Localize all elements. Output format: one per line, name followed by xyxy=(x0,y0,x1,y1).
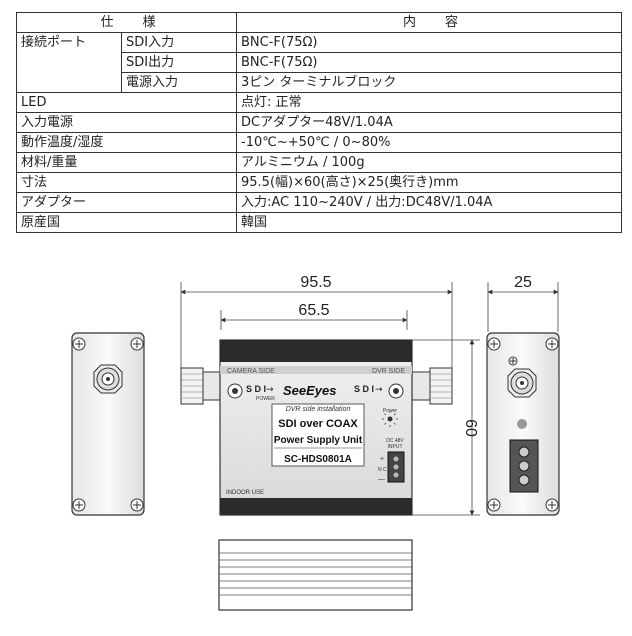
row-sublabel: SDI出力 xyxy=(121,52,237,73)
screw-icon xyxy=(508,356,518,366)
dim-width-total: 95.5 xyxy=(300,274,331,291)
dim-width-body: 65.5 xyxy=(298,302,329,319)
row-label: LED xyxy=(16,92,237,113)
terminal-block-icon xyxy=(509,439,539,493)
dim-depth: 25 xyxy=(514,274,532,291)
screw-icon xyxy=(130,337,144,351)
screw-icon xyxy=(72,498,86,512)
row-value: 点灯: 正常 xyxy=(236,92,622,113)
top-view xyxy=(218,539,413,611)
screw-icon xyxy=(545,498,559,512)
terminal-minus: — xyxy=(378,476,385,483)
right-bnc-connector-icon xyxy=(411,367,453,405)
table-row: 入力電源 DCアダプター48V/1.04A xyxy=(16,112,622,133)
sdi-left-label: S D I xyxy=(246,384,266,394)
table-row: 寸法 95.5(幅)×60(高さ)×25(奥行き)mm xyxy=(16,172,622,193)
sdi-left-caption: POWER xyxy=(256,396,275,402)
screw-icon xyxy=(545,337,559,351)
screw-icon xyxy=(72,337,86,351)
screw-icon xyxy=(130,498,144,512)
row-label: 原産国 xyxy=(16,212,237,233)
title-line1: SDI over COAX xyxy=(278,418,358,430)
dvr-side-label: DVR SIDE xyxy=(372,368,405,375)
terminal-nc: N C xyxy=(378,467,387,473)
table-row: 接続ポート SDI入力 BNC-F(75Ω) xyxy=(16,32,622,93)
sdi-right-label: S D I xyxy=(354,384,374,394)
row-value: 韓国 xyxy=(236,212,622,233)
terminal-block-icon xyxy=(387,451,405,483)
right-end-view xyxy=(486,332,560,516)
right-sdi-port-icon xyxy=(388,383,404,399)
table-row: 原産国 韓国 xyxy=(16,212,622,233)
model-number: SC-HDS0801A xyxy=(284,454,352,465)
camera-side-label: CAMERA SIDE xyxy=(227,368,275,375)
bnc-connector-icon xyxy=(507,368,537,398)
dc-input-line1: DC 48V xyxy=(386,438,404,444)
arrow-right-icon: → xyxy=(266,385,274,395)
terminal-plus: + xyxy=(380,456,384,463)
indoor-use-label: INDOOR USE xyxy=(226,490,264,496)
table-row: LED 点灯: 正常 xyxy=(16,92,622,113)
row-value: DCアダプター48V/1.04A xyxy=(236,112,622,133)
power-led-icon xyxy=(382,411,398,427)
table-row: 動作温度/湿度 -10℃~+50℃ / 0~80% xyxy=(16,132,622,153)
screw-icon xyxy=(487,498,501,512)
row-label: 動作温度/湿度 xyxy=(16,132,237,153)
row-value: -10℃~+50℃ / 0~80% xyxy=(236,132,622,153)
dc-input-line2: INPUT xyxy=(388,444,403,450)
title-line2: Power Supply Unit xyxy=(274,435,363,446)
subtitle: DVR side installation xyxy=(286,406,351,413)
led-indicator-icon xyxy=(517,419,527,429)
spec-table: 仕 様 内 容 接続ポート SDI入力 BNC-F(75Ω) SDI出力 BNC… xyxy=(16,12,622,233)
left-sdi-port-icon xyxy=(227,383,243,399)
arrow-right-icon: → xyxy=(375,385,383,395)
left-end-view xyxy=(71,332,145,516)
brand-logo: SeeEyes xyxy=(283,383,337,398)
table-row: アダプター 入力:AC 110~240V / 出力:DC48V/1.04A xyxy=(16,192,622,213)
row-value: BNC-F(75Ω) xyxy=(236,32,622,53)
dim-height: 60 xyxy=(462,419,479,437)
screw-icon xyxy=(487,337,501,351)
left-bnc-connector-icon xyxy=(180,367,222,405)
dimension-lines xyxy=(180,282,559,516)
bnc-connector-icon xyxy=(93,364,123,394)
front-view: CAMERA SIDE DVR SIDE S D I → POWER SeeEy… xyxy=(180,339,453,516)
